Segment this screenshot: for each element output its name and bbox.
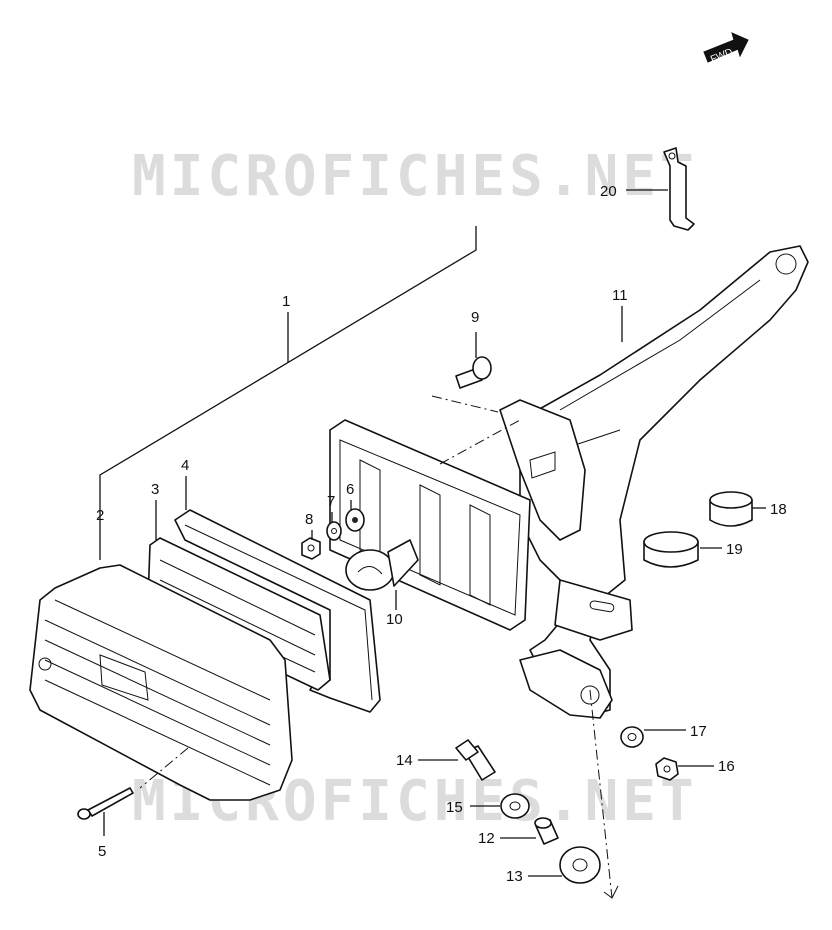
callout-15: 15 [446, 799, 463, 816]
callout-10: 10 [386, 611, 403, 628]
washer-part-15 [500, 793, 530, 819]
callout-5: 5 [98, 843, 106, 860]
leader-lines [99, 189, 766, 899]
callout-13: 13 [506, 868, 523, 885]
callout-20: 20 [600, 183, 617, 200]
callout-12: 12 [478, 830, 495, 847]
bolt-part-14 [455, 739, 496, 781]
callout-9: 9 [471, 309, 479, 326]
callout-8: 8 [305, 511, 313, 528]
clip-part-20 [663, 147, 695, 231]
callout-1: 1 [282, 293, 290, 310]
callout-16: 16 [718, 758, 735, 775]
nut-part-16 [655, 757, 679, 781]
callout-7: 7 [327, 493, 335, 510]
callout-3: 3 [151, 481, 159, 498]
lamp-base [329, 419, 531, 631]
nut-part-8 [301, 537, 321, 560]
screw-part-5 [77, 787, 134, 820]
watermark-top: MICROFICHES.NET [132, 144, 698, 209]
callout-17: 17 [690, 723, 707, 740]
callout-2: 2 [96, 507, 104, 524]
bracket-part-11 [499, 245, 809, 719]
callout-14: 14 [396, 752, 413, 769]
socket-part-6 [345, 508, 365, 532]
bolt-part-9 [455, 356, 492, 389]
washer-part-7 [326, 521, 342, 541]
grommet-part-19 [643, 531, 699, 568]
callout-19: 19 [726, 541, 743, 558]
housing-part-2 [29, 564, 293, 801]
callout-11: 11 [612, 287, 628, 304]
cushion-part-13 [559, 846, 601, 884]
callout-labels: 1 2 3 4 5 6 7 8 9 10 11 12 13 14 15 16 1… [96, 183, 787, 885]
fwd-arrow-icon: FWD [703, 32, 749, 65]
collar-part-12 [534, 817, 559, 845]
callout-4: 4 [181, 457, 189, 474]
callout-18: 18 [770, 501, 787, 518]
washer-part-17 [620, 726, 644, 748]
bulb-part-10 [345, 539, 419, 591]
gasket-part-4 [174, 509, 381, 713]
callout-6: 6 [346, 481, 354, 498]
grommet-part-18 [709, 491, 753, 527]
